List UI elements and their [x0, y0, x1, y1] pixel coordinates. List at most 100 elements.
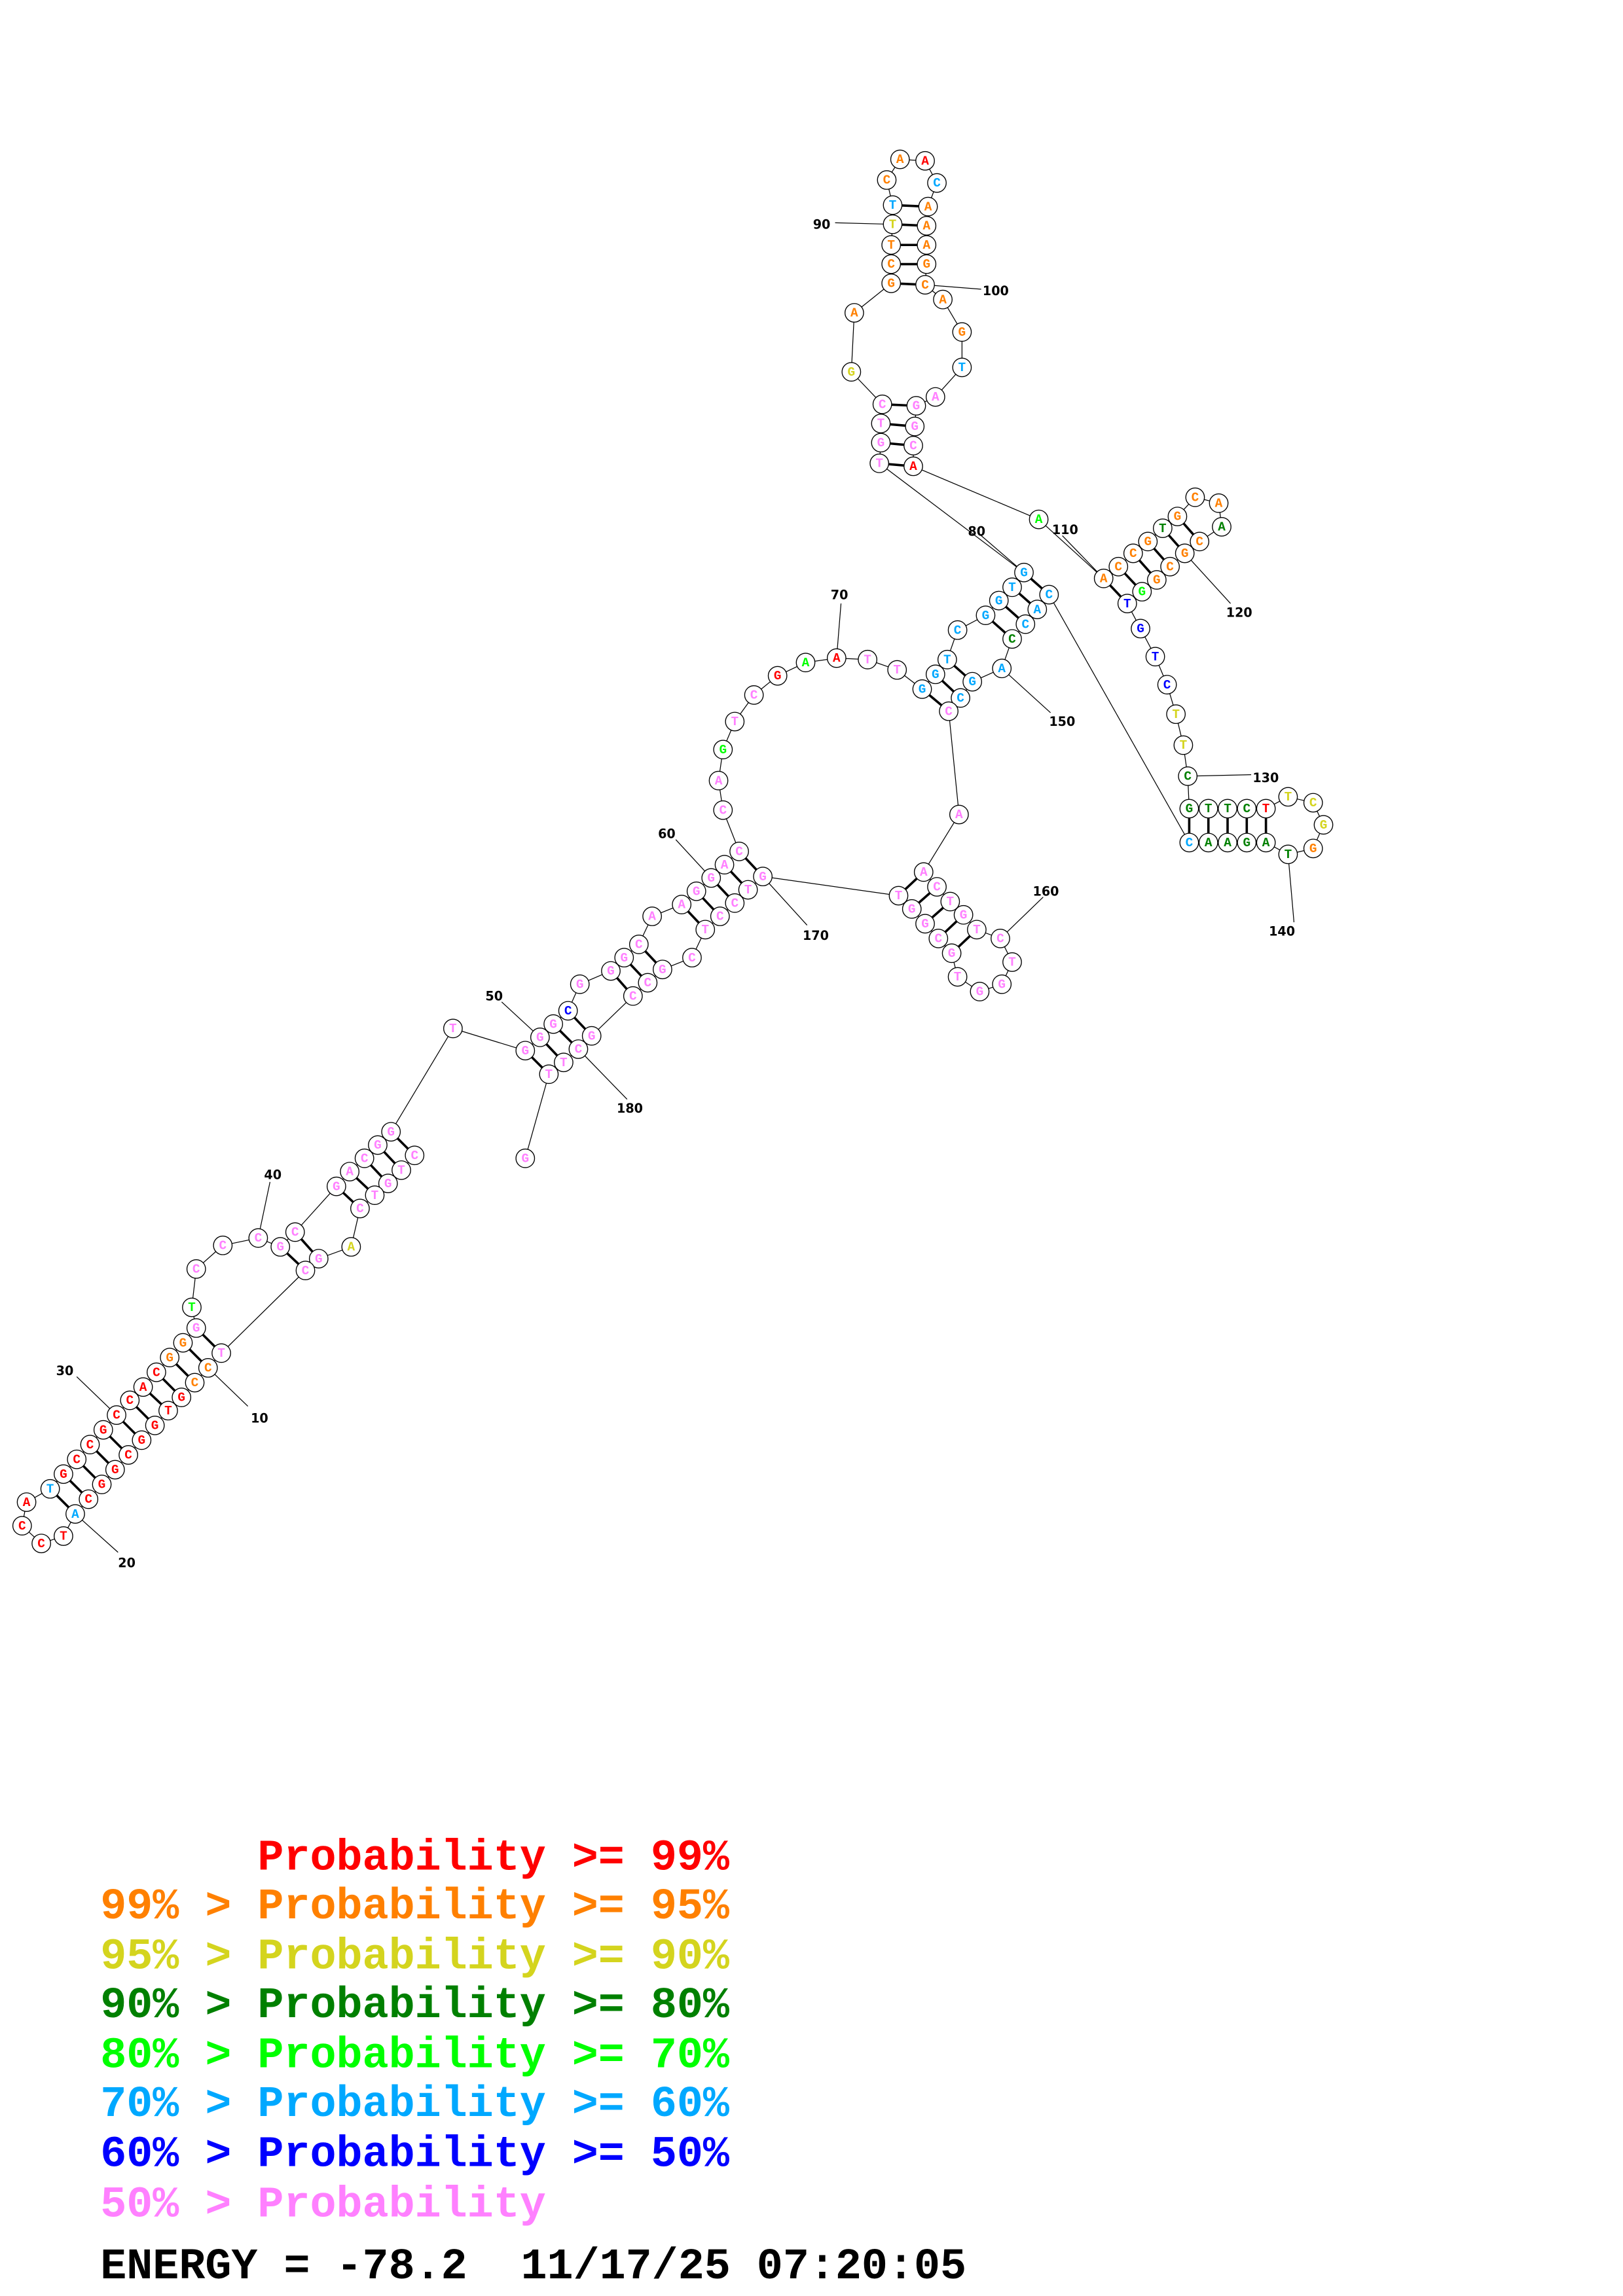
nucleotide-circle	[1166, 704, 1186, 725]
position-label-70: 70	[831, 587, 848, 602]
nucleotide-letter: T	[1008, 956, 1016, 970]
nucleotide-142: G	[1237, 833, 1257, 853]
nucleotide-letter: C	[410, 1149, 418, 1163]
nucleotide-circle	[1027, 600, 1048, 619]
nucleotide-126: T	[1145, 647, 1165, 667]
nucleotide-letter: T	[164, 1404, 172, 1418]
nucleotide-circle	[881, 254, 902, 274]
nucleotide-letter: C	[1163, 678, 1171, 692]
base-pair-bond	[702, 897, 715, 910]
nucleotide-circle	[16, 1492, 37, 1512]
nucleotide-letter: A	[1218, 520, 1226, 535]
nucleotide-letter: T	[449, 1022, 457, 1036]
position-label-150: 150	[1049, 714, 1075, 729]
nucleotide-158: G	[953, 905, 974, 925]
position-label-140: 140	[1269, 924, 1295, 939]
nucleotide-circle	[1209, 493, 1229, 513]
base-pair-bond	[56, 1494, 70, 1509]
nucleotide-circle	[826, 648, 847, 668]
nucleotide-circle	[992, 974, 1012, 994]
nucleotide-circle	[79, 1489, 99, 1509]
backbone-segment	[763, 876, 899, 897]
nucleotide-81: T	[869, 454, 890, 473]
nucleotide-141: A	[1256, 833, 1276, 853]
nucleotide-letter: G	[60, 1467, 67, 1482]
nucleotide-letter: G	[192, 1321, 200, 1336]
nucleotide-letter: A	[1262, 836, 1270, 850]
nucleotide-49: G	[515, 1041, 536, 1061]
nucleotide-circle	[1303, 838, 1323, 859]
nucleotide-11: C	[185, 1372, 205, 1393]
nucleotide-69: A	[795, 653, 816, 673]
base-pair-bond	[744, 857, 757, 871]
nucleotide-circle	[858, 649, 878, 670]
nucleotide-circle	[614, 948, 634, 968]
base-pair-bond	[953, 664, 966, 677]
backbone-segment	[1048, 594, 1190, 843]
nucleotide-28: C	[80, 1435, 100, 1455]
position-label-leader	[762, 876, 808, 925]
nucleotide-151: G	[962, 672, 983, 692]
nucleotide-circle	[213, 1235, 233, 1255]
nucleotide-31: C	[120, 1390, 140, 1410]
nucleotide-circle	[725, 711, 745, 732]
nucleotide-circle	[915, 275, 935, 295]
base-pair-bond	[716, 884, 729, 897]
backbone-segment	[913, 465, 1039, 520]
backbone-segment	[879, 463, 1025, 573]
nucleotide-circle	[341, 1237, 361, 1257]
nucleotide-66: T	[725, 711, 745, 732]
base-pair-bond	[890, 442, 905, 446]
nucleotide-96: A	[918, 196, 938, 217]
nucleotide-circle	[405, 1145, 425, 1166]
nucleotide-175: C	[682, 948, 702, 968]
nucleotide-57: A	[642, 906, 662, 926]
nucleotide-letter: T	[1180, 738, 1188, 753]
base-pair-bond	[162, 1378, 176, 1392]
base-pair-bond	[918, 891, 931, 904]
nucleotide-circle	[515, 1041, 536, 1061]
nucleotide-circle	[970, 982, 990, 1001]
base-pair-bond	[900, 282, 916, 286]
nucleotide-61: A	[714, 855, 735, 875]
nucleotide-123: G	[1132, 582, 1152, 601]
nucleotide-circle	[1278, 844, 1298, 865]
base-pair-bond	[122, 1420, 136, 1435]
nucleotide-letter: A	[955, 808, 963, 822]
nucleotide-47: G	[381, 1122, 401, 1142]
position-label-20: 20	[118, 1555, 136, 1570]
nucleotide-letter: T	[744, 883, 752, 897]
nucleotide-circle	[653, 960, 672, 980]
nucleotide-letter: T	[188, 1300, 196, 1315]
nucleotide-circle	[173, 1333, 193, 1353]
nucleotide-circle	[1218, 798, 1237, 819]
nucleotide-circle	[601, 961, 621, 981]
nucleotide-letter: T	[371, 1189, 379, 1203]
nucleotide-183: G	[515, 1148, 536, 1168]
nucleotide-circle	[105, 1460, 125, 1480]
position-label-10: 10	[251, 1410, 268, 1426]
legend-item-below-50: 50% > Probability	[100, 2180, 546, 2230]
nucleotide-circle	[951, 688, 970, 708]
nucleotide-circle	[1108, 556, 1129, 577]
nucleotide-letter: C	[18, 1519, 26, 1534]
position-label-110: 110	[1052, 522, 1078, 537]
nucleotide-149: C	[1002, 629, 1022, 649]
base-pair-bond	[1018, 592, 1031, 605]
base-pair-bond	[96, 1450, 110, 1464]
nucleotide-letter: C	[1046, 588, 1053, 602]
nucleotide-letter: A	[939, 293, 947, 307]
nucleotide-87: G	[881, 273, 902, 293]
nucleotide-circle	[629, 934, 649, 954]
nucleotide-121: C	[1160, 556, 1180, 577]
nucleotide-109: A	[1029, 509, 1049, 529]
nucleotide-letter: T	[1159, 522, 1167, 536]
nucleotide-62: C	[729, 841, 749, 861]
nucleotide-circle	[543, 1014, 563, 1034]
nucleotide-circle	[1145, 647, 1165, 667]
nucleotide-130: C	[1178, 766, 1198, 786]
nucleotide-94: A	[915, 151, 935, 171]
nucleotide-letter: G	[549, 1017, 557, 1031]
nucleotide-circle	[939, 701, 958, 721]
position-label-40: 40	[264, 1167, 282, 1182]
